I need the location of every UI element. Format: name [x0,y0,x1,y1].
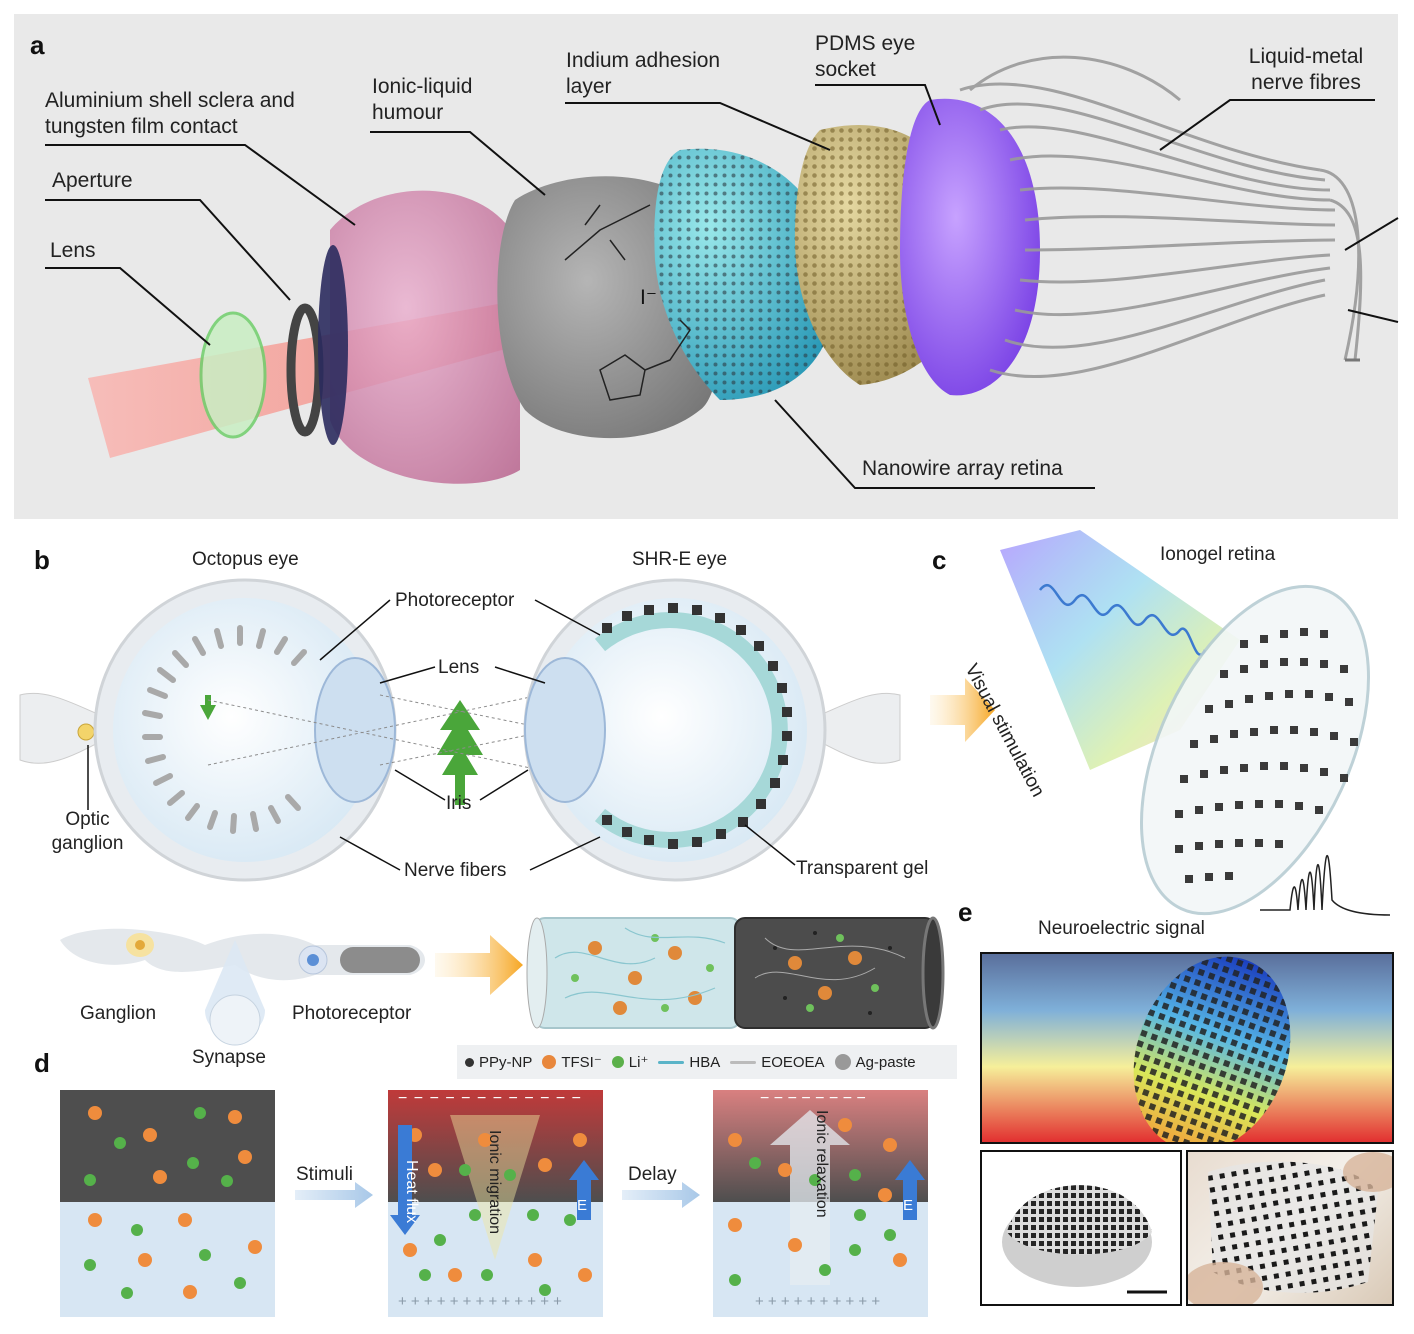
label-e-field-2: E [903,1197,914,1214]
label-heat-flux: Heat flux [403,1160,420,1224]
label-pdms: PDMS eye socket [815,32,916,81]
plus-row-1: + + + + + + + + + + + + + [398,1293,562,1310]
label-aperture: Aperture [52,169,133,192]
delay-arrow [622,1182,700,1208]
panel-c-letter: c [932,545,947,575]
flexible-retina-photo [1188,1152,1392,1304]
panel-c-illustration [930,530,1391,916]
arrow-to-retina [930,678,995,742]
legend-item-hba: HBA [658,1054,720,1071]
neuron-schematic [60,928,425,1046]
tree-icon [437,700,483,775]
shre-eye-title: SHR-E eye [632,549,728,570]
label-ionic-relaxation: Ionic relaxation [813,1110,830,1218]
label-optic: Optic ganglion [51,809,124,854]
label-ganglion: Ganglion [80,1003,157,1024]
label-e-field-1: E [577,1197,588,1214]
sclera-shell [330,190,520,484]
chemistry-structure [564,204,691,401]
legend-item-agpaste: Ag-paste [834,1054,916,1071]
label-neuroelectric-signal: Neuroelectric signal [1038,918,1205,939]
retina-pixels [1175,628,1358,883]
optic-ganglion-dot [77,723,95,741]
label-retina: Nanowire array retina [862,457,1063,480]
octopus-eye-title: Octopus eye [192,549,299,570]
label-humour: Ionic-liquid humour [372,75,473,124]
panel-d-letter: d [34,1048,50,1078]
label-nerve: Nerve fibers [404,860,507,881]
retina-photo-main [980,952,1394,1144]
ionogel-dome [1139,584,1371,916]
panel-e-letter: e [958,897,973,927]
label-indium: Indium adhesion layer [566,49,721,98]
label-ionic-migration: Ionic migration [486,1130,503,1235]
legend-item-li: Li⁺ [611,1053,648,1071]
e-field-arrow [577,1180,591,1220]
label-iodide: I⁻ [640,286,657,309]
ppy-marker-icon [465,1057,474,1067]
minus-row-1: − − − − − − − − − − − − [398,1090,583,1107]
octopus-lens [314,657,396,803]
hba-marker-icon [658,1060,685,1064]
panel-d-illustration [60,1090,928,1317]
label-stimuli: Stimuli [296,1164,354,1185]
legend-item-tfsi: TFSI⁻ [542,1053,602,1071]
legend-item-eoeoea: EOEOEA [730,1054,825,1071]
shre-photoreceptors [602,603,792,849]
panel-b-letter: b [34,545,50,575]
light-wave [1039,583,1207,656]
label-b-lens: Lens [438,657,480,678]
retina-photo-hand [1186,1150,1394,1306]
retina-disc-photo [1002,1185,1167,1294]
octopus-photoreceptors [142,625,307,834]
panel-b-eyes [19,578,901,882]
sclera-rim [318,245,348,445]
nerve-fibres [959,55,1363,379]
legend-item-ppy: PPy-NP [465,1054,532,1071]
retina-dome-photo [1133,956,1291,1142]
panel-a-illustration [45,55,1399,489]
label-fibres: Liquid-metal nerve fibres [1248,45,1364,94]
lens-element [199,311,267,439]
eoeoea-marker-icon [730,1060,757,1064]
pdms-socket [900,98,1040,396]
minus-row-2: − − − − − − − − [760,1090,866,1107]
retina-photo-small [980,1150,1182,1306]
inverted-image-left [200,695,216,720]
plus-row-2: + + + + + + + + + + [755,1293,881,1310]
label-gel: Transparent gel [796,858,929,879]
label-iris: Iris [446,793,472,814]
label-delay: Delay [628,1164,677,1185]
agpaste-marker-icon [834,1054,851,1070]
shre-lens [524,657,606,803]
li-marker-icon [611,1056,624,1068]
heat-flux-arrow [398,1125,412,1215]
label-photoreceptor: Photoreceptor [395,590,515,611]
label-synapse: Synapse [192,1047,266,1068]
label-lens: Lens [50,239,96,262]
label-ionogel-retina: Ionogel retina [1160,544,1276,565]
device-cylinder [526,916,945,1030]
arrow-to-device [435,935,523,995]
label-sclera: Aluminium shell sclera and tungsten film… [45,89,295,138]
legend-bar: PPy-NP TFSI⁻ Li⁺ HBA EOEOEA Ag-paste [457,1045,957,1079]
label-photoreceptor-2: Photoreceptor [292,1003,412,1024]
e-field-arrow-2 [903,1180,917,1220]
neuroelectric-signal-trace [1260,854,1391,916]
panel-a-letter: a [30,30,45,60]
tfsi-marker-icon [542,1055,557,1069]
stimuli-arrow [295,1182,373,1208]
